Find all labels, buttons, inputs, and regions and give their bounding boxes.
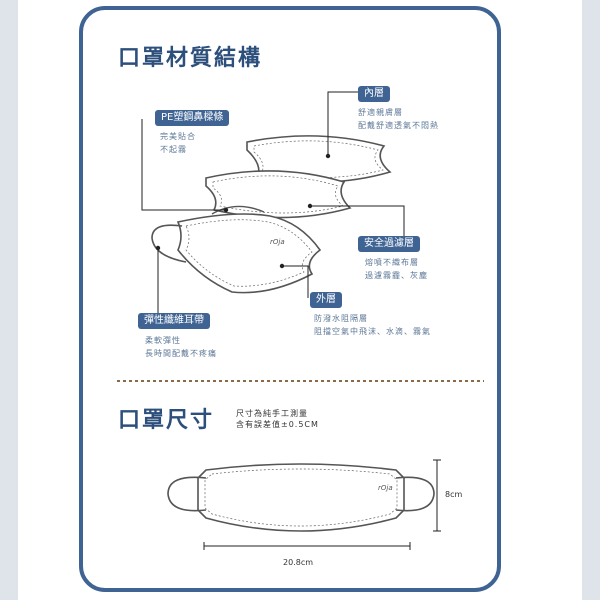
ear-loop-shape: [151, 224, 187, 263]
desc-nose-wire: 完美貼合不起霧: [160, 132, 196, 154]
desc-filter-layer: 熔噴不織布層過濾霧霾、灰塵: [365, 258, 428, 280]
leader-filter: [310, 205, 405, 243]
width-label: 20.8cm: [283, 558, 314, 567]
tag-nose-wire: PE塑鋼鼻樑條: [155, 110, 230, 126]
nose-wire-shape: [211, 205, 265, 215]
desc-inner-layer: 舒適親膚層配戴舒適透氣不悶熱: [358, 108, 439, 130]
desc-outer-layer: 防潑水阻隔層阻擋空氣中飛沫、水滴、霧氣: [314, 314, 431, 336]
svg-text:rOja: rOja: [378, 484, 393, 492]
right-margin-band: [582, 0, 600, 600]
tag-filter-layer: 安全過濾層: [358, 236, 420, 252]
desc-ear-loop: 柔軟彈性長時間配戴不疼痛: [145, 336, 217, 358]
svg-text:rOja: rOja: [270, 238, 285, 246]
tag-inner-layer: 內層: [358, 86, 390, 102]
structure-title: 口罩材質結構: [118, 46, 263, 71]
tag-outer-layer: 外層: [310, 292, 342, 308]
leader-inner: [327, 91, 358, 156]
leader-nose: [141, 119, 226, 211]
size-title: 口罩尺寸: [118, 408, 215, 433]
height-label: 8cm: [445, 490, 463, 499]
tag-ear-loop: 彈性纖維耳帶: [138, 313, 210, 329]
leader-outer: [282, 265, 309, 298]
size-mask-shape: [197, 463, 405, 532]
size-note: 尺寸為純手工測量含有誤差值±0.5CM: [236, 409, 319, 429]
left-margin-band: [0, 0, 18, 600]
outer-mask-shape: [176, 213, 322, 294]
